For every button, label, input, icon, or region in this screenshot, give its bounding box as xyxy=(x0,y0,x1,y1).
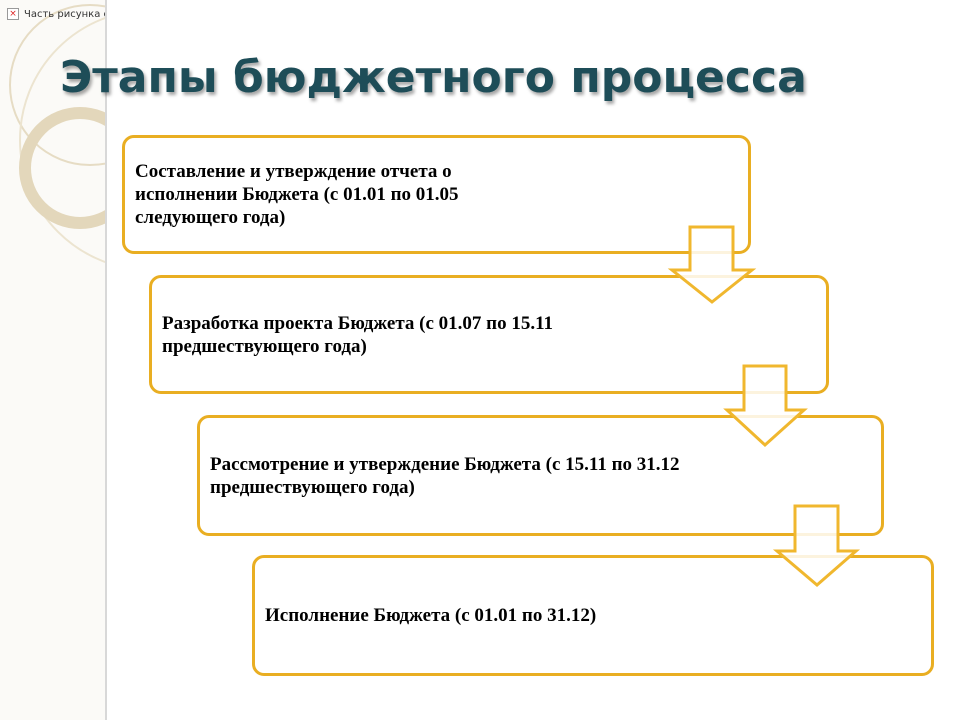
step-box-3: Рассмотрение и утверждение Бюджета (с 15… xyxy=(197,415,884,536)
slide-title: Этапы бюджетного процесса xyxy=(60,52,807,103)
step-text: Разработка проекта Бюджета (с 01.07 по 1… xyxy=(162,312,554,357)
step-box-2: Разработка проекта Бюджета (с 01.07 по 1… xyxy=(149,275,829,394)
step-text: Рассмотрение и утверждение Бюджета (с 15… xyxy=(210,453,680,498)
broken-image-icon: × xyxy=(7,8,19,20)
broken-image-label: Часть рисунка с xyxy=(24,8,107,20)
step-box-1: Составление и утверждение отчета о испол… xyxy=(122,135,751,254)
step-text: Составление и утверждение отчета о испол… xyxy=(135,161,459,228)
broken-image-placeholder: × Часть рисунка с xyxy=(7,8,107,20)
decorative-circles xyxy=(9,4,105,263)
step-text: Исполнение Бюджета (с 01.01 по 31.12) xyxy=(265,605,597,626)
side-decoration-panel: × Часть рисунка с xyxy=(0,0,107,720)
step-box-4: Исполнение Бюджета (с 01.01 по 31.12) xyxy=(252,555,934,676)
